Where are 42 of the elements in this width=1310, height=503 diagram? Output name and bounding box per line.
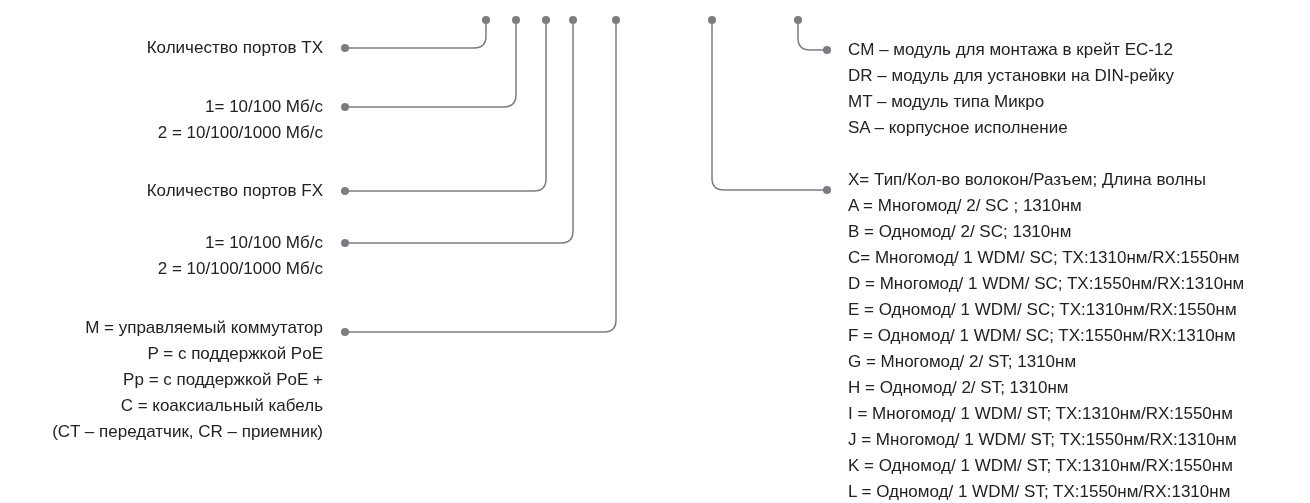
code-description: M = управляемый коммутатор <box>84 317 323 339</box>
code-description: A = Многомод/ 2/ SC ; 1310нм <box>848 195 1083 217</box>
leader-line <box>341 23 617 336</box>
code-position-dot <box>708 16 716 24</box>
leader-line <box>341 23 574 247</box>
leader-line <box>797 23 831 54</box>
code-description: Pp = с поддержкой PoE + <box>122 369 323 391</box>
leader-line <box>711 23 831 194</box>
code-position-dot <box>794 16 802 24</box>
code-description: E = Одномод/ 1 WDM/ SC; TX:1310нм/RX:1550нм <box>848 299 1238 321</box>
code-description: 1= 10/100 Мб/с <box>204 232 323 254</box>
code-description: Количество портов FX <box>146 180 323 202</box>
code-description: G = Многомод/ 2/ ST; 1310нм <box>848 351 1078 373</box>
code-description: D = Многомод/ 1 WDM/ SC; TX:1550нм/RX:1310нм <box>848 273 1245 295</box>
code-description: H = Одномод/ 2/ ST; 1310нм <box>848 377 1070 399</box>
code-description: Количество портов TX <box>146 37 323 59</box>
code-description: 2 = 10/100/1000 Мб/с <box>157 122 323 144</box>
code-description: DR – модуль для установки на DIN-рейку <box>848 65 1174 87</box>
leader-line <box>341 23 547 195</box>
code-description: C= Многомод/ 1 WDM/ SC; TX:1310нм/RX:1550нм <box>848 247 1241 269</box>
code-description: K = Одномод/ 1 WDM/ ST; TX:1310нм/RX:1550нм <box>848 455 1234 477</box>
code-position-dot <box>542 16 550 24</box>
code-position-dot <box>569 16 577 24</box>
code-description: 1= 10/100 Мб/с <box>204 96 323 118</box>
code-description: C = коаксиальный кабель <box>119 395 323 417</box>
code-description: (CT – передатчик, CR – приемник) <box>52 421 323 443</box>
code-description: F = Одномод/ 1 WDM/ SC; TX:1550нм/RX:1310нм <box>848 325 1237 347</box>
code-description: J = Многомод/ 1 WDM/ ST; TX:1550нм/RX:1310нм <box>848 429 1238 451</box>
code-position-dot <box>512 16 520 24</box>
leader-line <box>341 23 517 111</box>
code-description: 2 = 10/100/1000 Мб/с <box>157 258 323 280</box>
code-position-dot <box>612 16 620 24</box>
code-position-dot <box>482 16 490 24</box>
code-description: X= Тип/Кол-во волокон/Разъем; Длина волны <box>848 169 1207 191</box>
code-description: P = с поддержкой PoE <box>146 343 323 365</box>
code-description: L = Одномод/ 1 WDM/ ST; TX:1550нм/RX:1310нм <box>848 481 1232 503</box>
code-description: MT – модуль типа Микро <box>848 91 1046 113</box>
leader-line <box>341 23 487 52</box>
code-description: CM – модуль для монтажа в крейт EC-12 <box>848 39 1174 61</box>
code-description: I = Многомод/ 1 WDM/ ST; TX:1310нм/RX:1550нм <box>848 403 1234 425</box>
code-description: SA – корпусное исполнение <box>848 117 1069 139</box>
code-description: B = Одномод/ 2/ SC; 1310нм <box>848 221 1073 243</box>
